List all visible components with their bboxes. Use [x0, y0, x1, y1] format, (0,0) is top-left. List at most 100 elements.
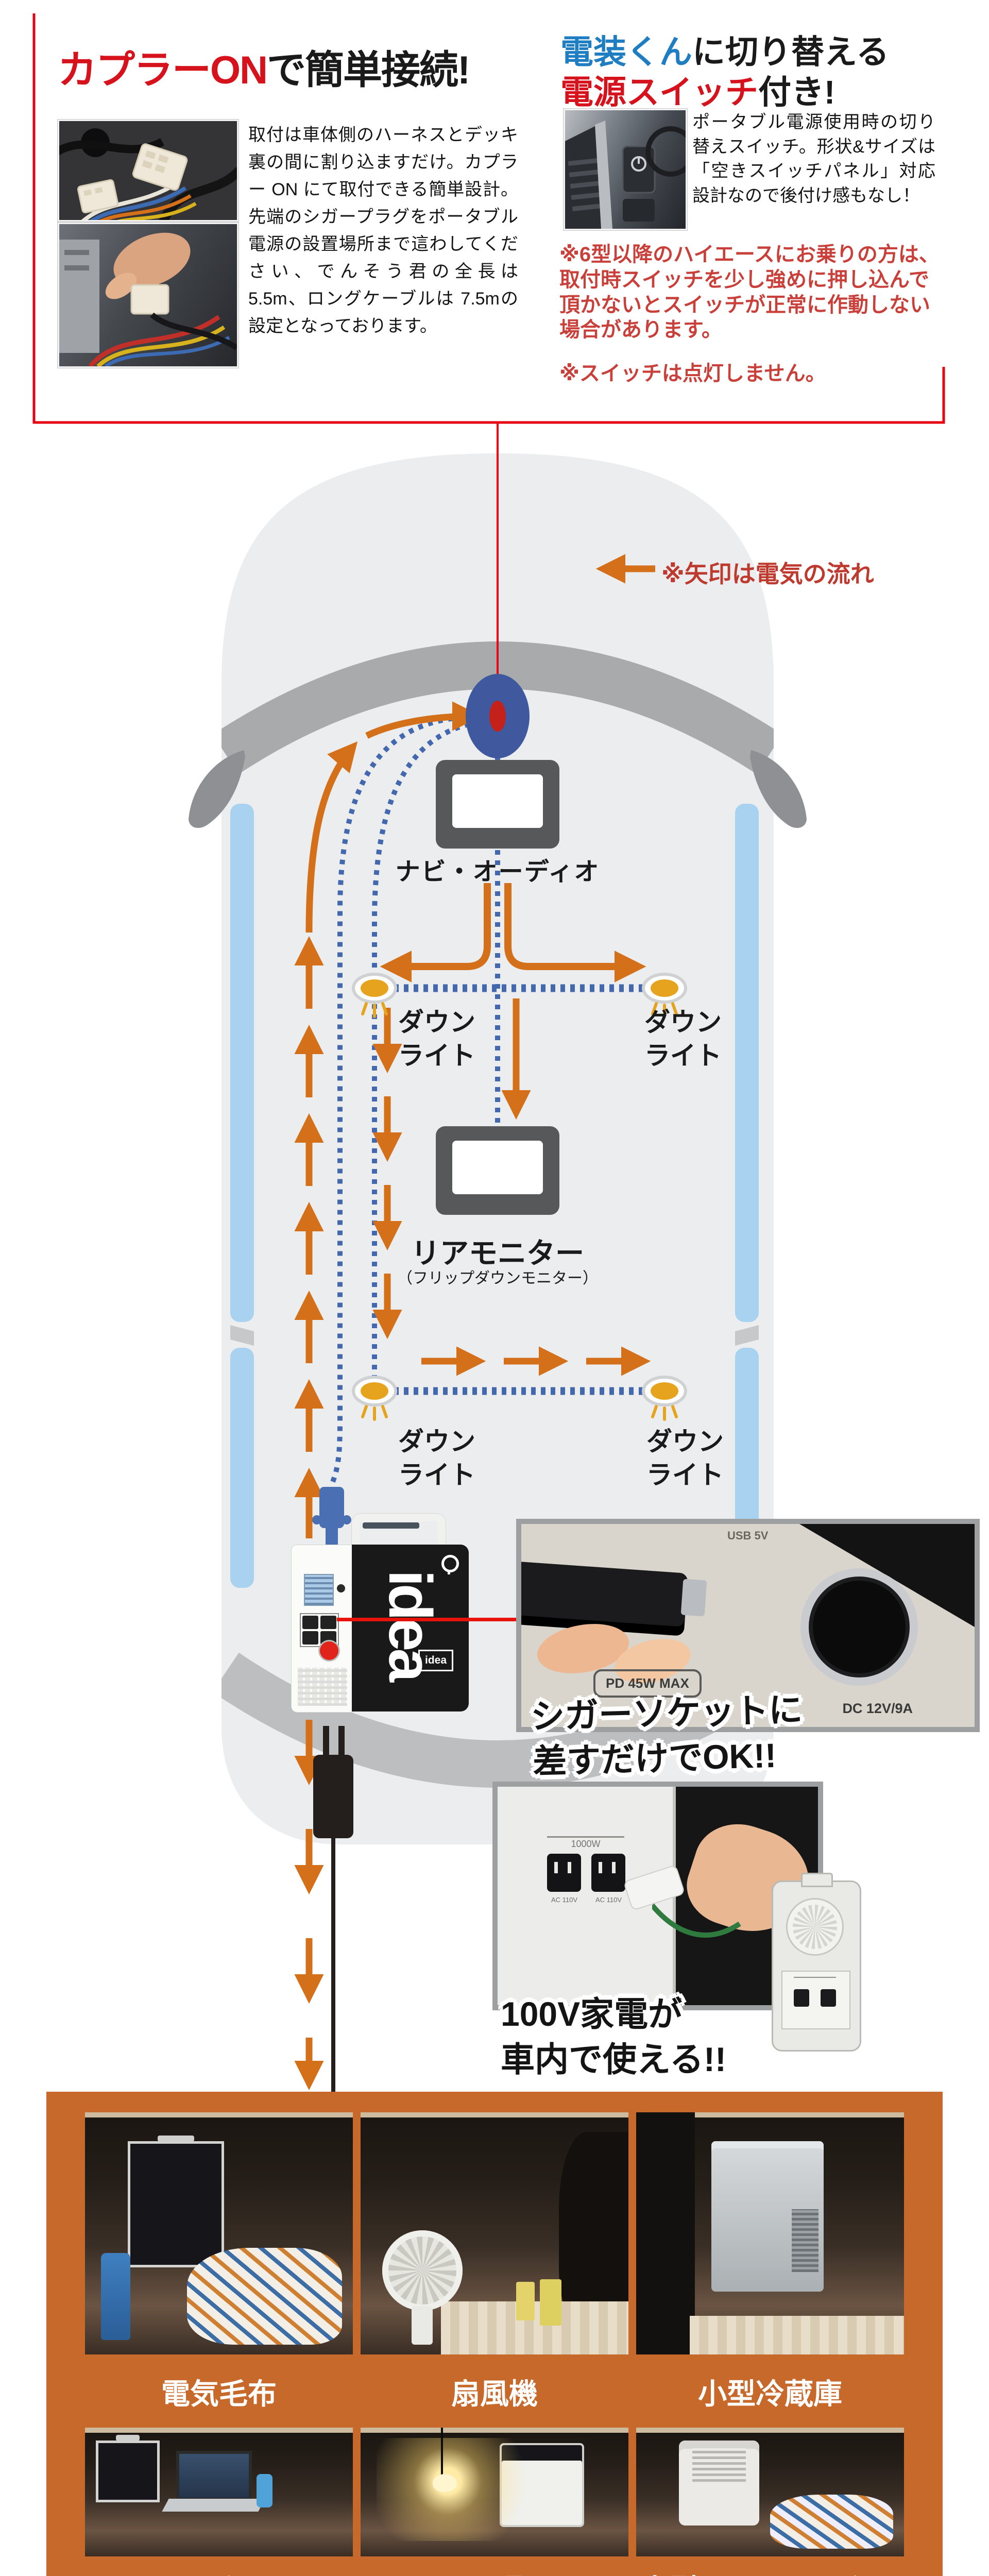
inverter-outlet-panel: [781, 1971, 850, 2029]
dc-port-label: DC 12V/9A: [842, 1701, 913, 1716]
mirror-right-icon: [750, 750, 807, 828]
gallery-photo-laptop: [85, 2428, 353, 2556]
station-handle-grip: [363, 1522, 419, 1529]
fan-icon: [382, 2230, 463, 2311]
power-cable: [331, 1836, 335, 2093]
deck-node: [466, 674, 530, 758]
gallery-label: LED照明: [361, 2567, 628, 2576]
fan-icon: [788, 1900, 842, 1954]
nav-audio-label: ナビ・オーディオ: [395, 858, 600, 886]
downlight-icon: [352, 1376, 397, 1421]
watt-label: 1000W: [547, 1836, 624, 1850]
station-logo-small: idea: [418, 1650, 453, 1671]
mirror-left-icon: [189, 750, 245, 828]
station-jack: [337, 1584, 345, 1592]
portable-power-station: idea idea: [291, 1514, 469, 1716]
pillar-left: [230, 1325, 254, 1346]
lantern-icon: [101, 2252, 131, 2340]
station-front-panel: [291, 1545, 353, 1713]
mat: [441, 2301, 628, 2354]
flow-nav-branch: [380, 883, 646, 982]
rear-monitor-label: リアモニター: [411, 1237, 584, 1269]
station-vent: [298, 1668, 347, 1706]
headline-switch-rest2: 付き!: [758, 74, 835, 111]
rear-monitor-icon: [436, 1126, 559, 1215]
downlight-icon: [642, 1376, 687, 1421]
harness-photo: [58, 120, 238, 222]
downlight-label: ダウン ライト: [398, 1427, 475, 1489]
cigar-socket-photo: USB 5V PD 45W MAX DC 12V/9A: [516, 1519, 980, 1732]
ac-caption-line2: 車内で使える!!: [501, 2040, 726, 2078]
coupler-description: 取付は車体側のハーネスとデッキ裏の間に割り込ますだけ。カプラー ON にて取付で…: [248, 125, 518, 336]
headline-switch-line2: 電源スイッチ付き!: [560, 66, 835, 113]
ac-outlet-icon: [591, 1854, 625, 1892]
headline-coupler: カプラーONで簡単接続!: [58, 38, 470, 95]
mat: [690, 2315, 904, 2354]
switch-warning-note: ※6型以降のハイエースにお乗りの方は、取付時スイッチを少し強めに押し込んで頂かな…: [559, 243, 940, 342]
bulb-icon: [433, 2474, 457, 2492]
line-plug-to-deck: [330, 715, 467, 1483]
gallery-photo-fan-heater: [636, 2428, 904, 2556]
rear-monitor-sublabel: （フリップダウンモニター）: [397, 1270, 598, 1287]
headline-coupler-rest: で簡単接続!: [267, 48, 470, 92]
blanket: [186, 2248, 343, 2345]
ac-plug-icon: [338, 1726, 345, 1757]
gallery-label: 扇風機: [451, 2378, 538, 2410]
station-lcd: [304, 1574, 334, 1606]
downlight-label: ダウン ライト: [644, 1008, 722, 1070]
deck-install-photo-art: [59, 232, 237, 366]
headline-coupler-accent: カプラーON: [58, 48, 268, 92]
plug-tip: [680, 1579, 707, 1617]
pd-port-label: PD 45W MAX: [593, 1669, 702, 1698]
switch-description: ポータブル電源使用時の切り替えスイッチ。形状&サイズは「空きスイッチパネル」対応…: [692, 112, 935, 206]
switch-light-note: ※スイッチは点灯しません。: [559, 362, 826, 385]
electric-lines: [330, 715, 664, 1483]
inverter-product: [772, 1873, 861, 2052]
usb-port-label: USB 5V: [727, 1529, 769, 1542]
ac-voltage-label: AC 110V: [595, 1896, 622, 1904]
bottle: [256, 2474, 272, 2507]
person: [636, 2112, 695, 2354]
gallery-photo-electric-blanket: [85, 2112, 353, 2354]
dc-port-callout-line: [337, 1618, 518, 1621]
ac-outlet-icon: [794, 1989, 809, 2007]
station-dc-port: [320, 1641, 338, 1660]
windshield: [221, 641, 774, 774]
gallery-photo-led-light: [361, 2428, 628, 2556]
ac-caption-line1: 100V家電が: [501, 1995, 683, 2033]
headline-switch-accent2: 電源スイッチ: [560, 74, 758, 111]
flow-legend: ※矢印は電気の流れ: [661, 561, 874, 587]
dash-switch-photo: [564, 109, 687, 230]
cigar-caption-line2: 差すだけでOK!!: [532, 1736, 777, 1781]
deck-install-photo: [58, 223, 238, 368]
downlight-label: ダウン ライト: [646, 1427, 724, 1489]
gallery-label: ノートパソコン: [85, 2567, 353, 2576]
ac-outlet-photo: 1000W AC 110V AC 110V: [492, 1782, 823, 2010]
headline-switch-accent1: 電装くん: [560, 33, 692, 71]
dash-switch-photo-art: [565, 121, 686, 229]
cigar-socket-icon: [800, 1568, 918, 1686]
downlight-label: ダウン ライト: [398, 1008, 475, 1070]
station-ac-outlets: [300, 1613, 339, 1647]
ac-plug-icon: [313, 1755, 353, 1838]
power-station-mini: [128, 2136, 224, 2268]
harness-photo-art: [59, 128, 237, 220]
ground-wire: [652, 1903, 741, 1938]
bulb-icon: [441, 1555, 459, 1574]
gallery-photo-fan: [361, 2112, 628, 2354]
nav-monitor-icon: [436, 760, 559, 849]
flow-up-arrows: [294, 701, 482, 1538]
ac-plug-icon: [323, 1726, 329, 1757]
headline-switch-line1: 電装くんに切り替える: [560, 26, 889, 73]
inverter-tab: [801, 1873, 833, 1887]
ac-outlet-icon: [821, 1989, 836, 2007]
blanket: [770, 2495, 894, 2549]
gallery-label: 小型ファンヒーター: [636, 2567, 904, 2576]
gallery-label: 小型冷蔵庫: [698, 2378, 842, 2410]
headline-switch-rest1: に切り替える: [692, 33, 890, 71]
gallery-label: 電気毛布: [161, 2378, 277, 2410]
light-glow: [377, 2438, 565, 2541]
person: [558, 2131, 628, 2326]
pillar-right: [735, 1325, 759, 1346]
